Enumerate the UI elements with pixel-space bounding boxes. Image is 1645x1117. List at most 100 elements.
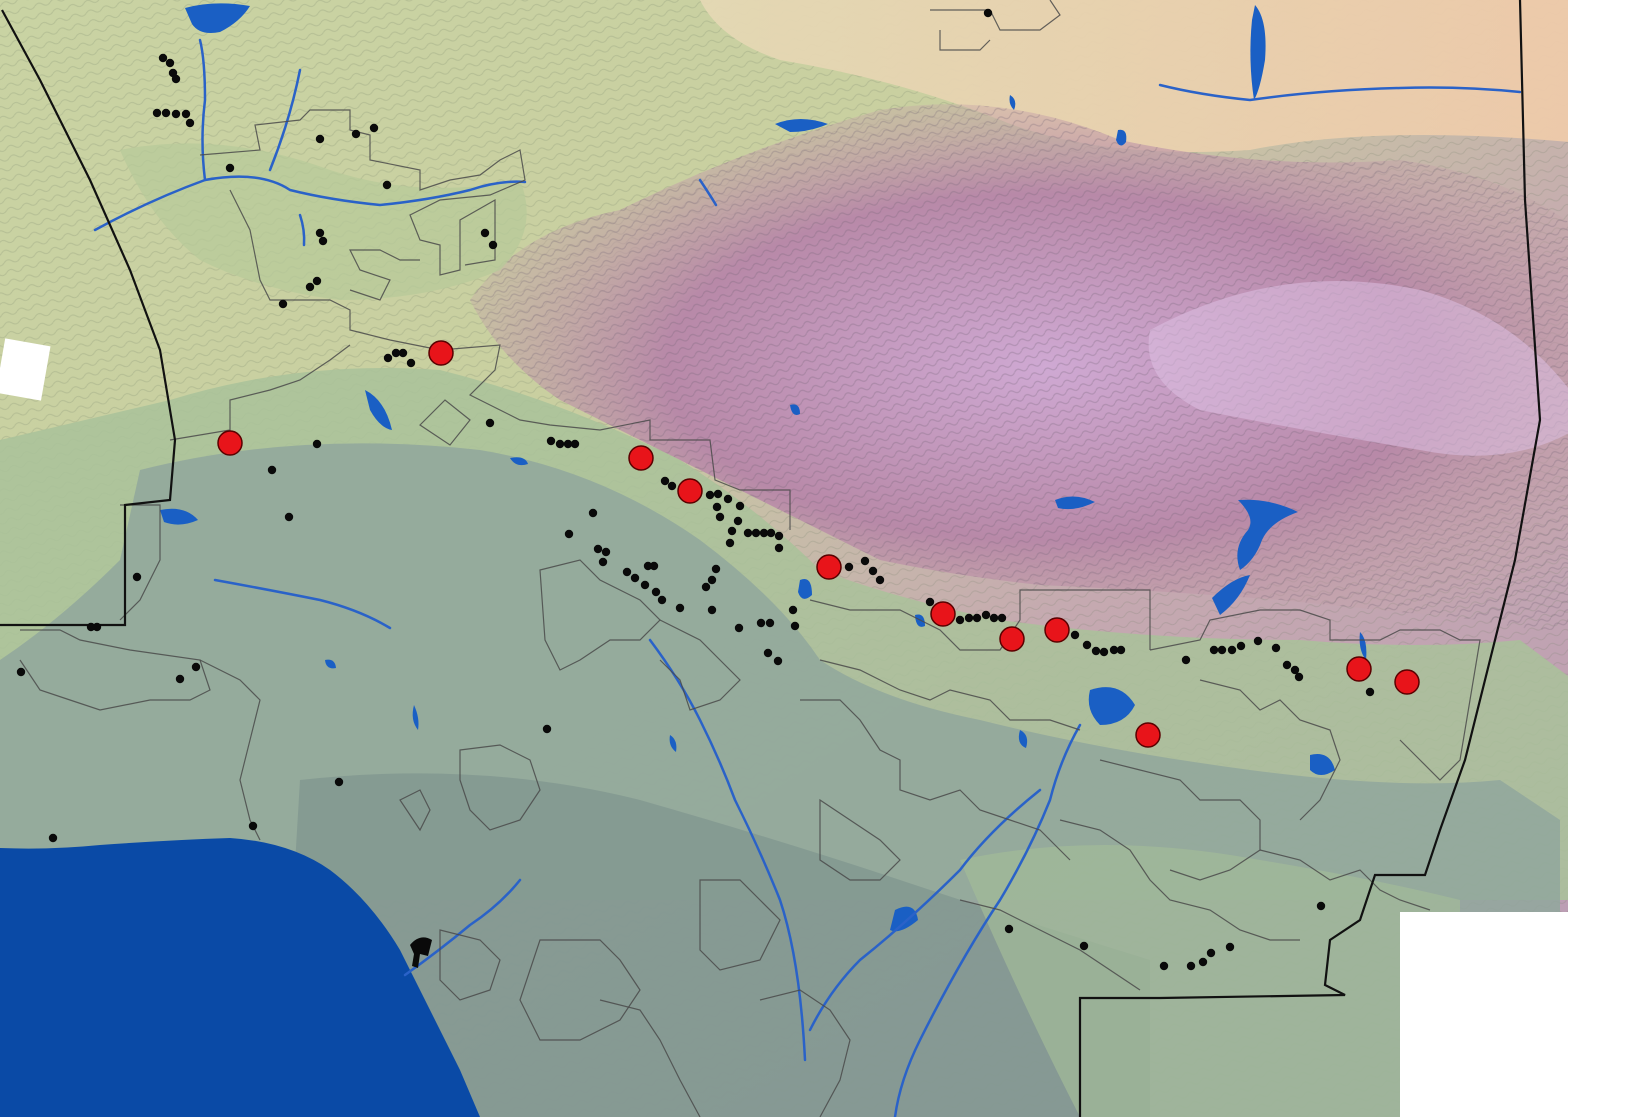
minor-site-marker[interactable] [152, 108, 162, 118]
minor-site-marker[interactable] [1236, 641, 1246, 651]
minor-site-marker[interactable] [1116, 645, 1126, 655]
minor-site-marker[interactable] [398, 348, 408, 358]
minor-site-marker[interactable] [225, 163, 235, 173]
minor-site-marker[interactable] [318, 236, 328, 246]
major-site-marker[interactable] [930, 601, 956, 627]
minor-site-marker[interactable] [649, 561, 659, 571]
major-site-marker[interactable] [1135, 722, 1161, 748]
minor-site-marker[interactable] [1225, 942, 1235, 952]
minor-site-marker[interactable] [1294, 672, 1304, 682]
minor-site-marker[interactable] [727, 526, 737, 536]
minor-site-marker[interactable] [1091, 646, 1101, 656]
minor-site-marker[interactable] [542, 724, 552, 734]
minor-site-marker[interactable] [555, 439, 565, 449]
minor-site-marker[interactable] [844, 562, 854, 572]
minor-site-marker[interactable] [312, 439, 322, 449]
minor-site-marker[interactable] [763, 648, 773, 658]
minor-site-marker[interactable] [1159, 961, 1169, 971]
minor-site-marker[interactable] [759, 528, 769, 538]
minor-site-marker[interactable] [267, 465, 277, 475]
minor-site-marker[interactable] [161, 108, 171, 118]
minor-site-marker[interactable] [1198, 957, 1208, 967]
minor-site-marker[interactable] [788, 605, 798, 615]
minor-site-marker[interactable] [734, 623, 744, 633]
minor-site-marker[interactable] [955, 615, 965, 625]
minor-site-marker[interactable] [1079, 941, 1089, 951]
major-site-marker[interactable] [999, 626, 1025, 652]
minor-site-marker[interactable] [191, 662, 201, 672]
minor-site-marker[interactable] [1209, 645, 1219, 655]
minor-site-marker[interactable] [305, 282, 315, 292]
minor-site-marker[interactable] [667, 481, 677, 491]
minor-site-marker[interactable] [701, 582, 711, 592]
major-site-marker[interactable] [1044, 617, 1070, 643]
minor-site-marker[interactable] [707, 605, 717, 615]
minor-site-marker[interactable] [766, 528, 776, 538]
minor-site-marker[interactable] [278, 299, 288, 309]
minor-site-marker[interactable] [588, 508, 598, 518]
minor-site-marker[interactable] [546, 436, 556, 446]
minor-site-marker[interactable] [989, 613, 999, 623]
minor-site-marker[interactable] [657, 595, 667, 605]
minor-site-marker[interactable] [972, 613, 982, 623]
major-site-marker[interactable] [628, 445, 654, 471]
minor-site-marker[interactable] [485, 418, 495, 428]
minor-site-marker[interactable] [1253, 636, 1263, 646]
minor-site-marker[interactable] [1227, 645, 1237, 655]
minor-site-marker[interactable] [1365, 687, 1375, 697]
minor-site-marker[interactable] [158, 53, 168, 63]
minor-site-marker[interactable] [185, 118, 195, 128]
minor-site-marker[interactable] [868, 566, 878, 576]
minor-site-marker[interactable] [712, 502, 722, 512]
minor-site-marker[interactable] [16, 667, 26, 677]
minor-site-marker[interactable] [1217, 645, 1227, 655]
minor-site-marker[interactable] [1316, 901, 1326, 911]
minor-site-marker[interactable] [964, 613, 974, 623]
minor-site-marker[interactable] [1109, 645, 1119, 655]
minor-site-marker[interactable] [774, 543, 784, 553]
minor-site-marker[interactable] [675, 603, 685, 613]
minor-site-marker[interactable] [312, 276, 322, 286]
minor-site-marker[interactable] [92, 622, 102, 632]
minor-site-marker[interactable] [1290, 665, 1300, 675]
minor-site-marker[interactable] [733, 516, 743, 526]
major-site-marker[interactable] [428, 340, 454, 366]
minor-site-marker[interactable] [751, 528, 761, 538]
major-site-marker[interactable] [1346, 656, 1372, 682]
minor-site-marker[interactable] [705, 490, 715, 500]
minor-site-marker[interactable] [1271, 643, 1281, 653]
minor-site-marker[interactable] [715, 512, 725, 522]
minor-site-marker[interactable] [925, 597, 935, 607]
minor-site-marker[interactable] [334, 777, 344, 787]
minor-site-marker[interactable] [630, 573, 640, 583]
minor-site-marker[interactable] [570, 439, 580, 449]
minor-site-marker[interactable] [601, 547, 611, 557]
minor-site-marker[interactable] [284, 512, 294, 522]
minor-site-marker[interactable] [1181, 655, 1191, 665]
minor-site-marker[interactable] [369, 123, 379, 133]
minor-site-marker[interactable] [756, 618, 766, 628]
minor-site-marker[interactable] [406, 358, 416, 368]
minor-site-marker[interactable] [383, 353, 393, 363]
minor-site-marker[interactable] [175, 674, 185, 684]
minor-site-marker[interactable] [743, 528, 753, 538]
minor-site-marker[interactable] [480, 228, 490, 238]
minor-site-marker[interactable] [391, 348, 401, 358]
minor-site-marker[interactable] [735, 501, 745, 511]
minor-site-marker[interactable] [315, 134, 325, 144]
minor-site-marker[interactable] [171, 109, 181, 119]
minor-site-marker[interactable] [488, 240, 498, 250]
minor-site-marker[interactable] [981, 610, 991, 620]
minor-site-marker[interactable] [723, 494, 733, 504]
minor-site-marker[interactable] [1070, 630, 1080, 640]
minor-site-marker[interactable] [564, 529, 574, 539]
minor-site-marker[interactable] [315, 228, 325, 238]
minor-site-marker[interactable] [86, 622, 96, 632]
minor-site-marker[interactable] [171, 74, 181, 84]
minor-site-marker[interactable] [711, 564, 721, 574]
minor-site-marker[interactable] [598, 557, 608, 567]
minor-site-marker[interactable] [983, 8, 993, 18]
minor-site-marker[interactable] [1004, 924, 1014, 934]
